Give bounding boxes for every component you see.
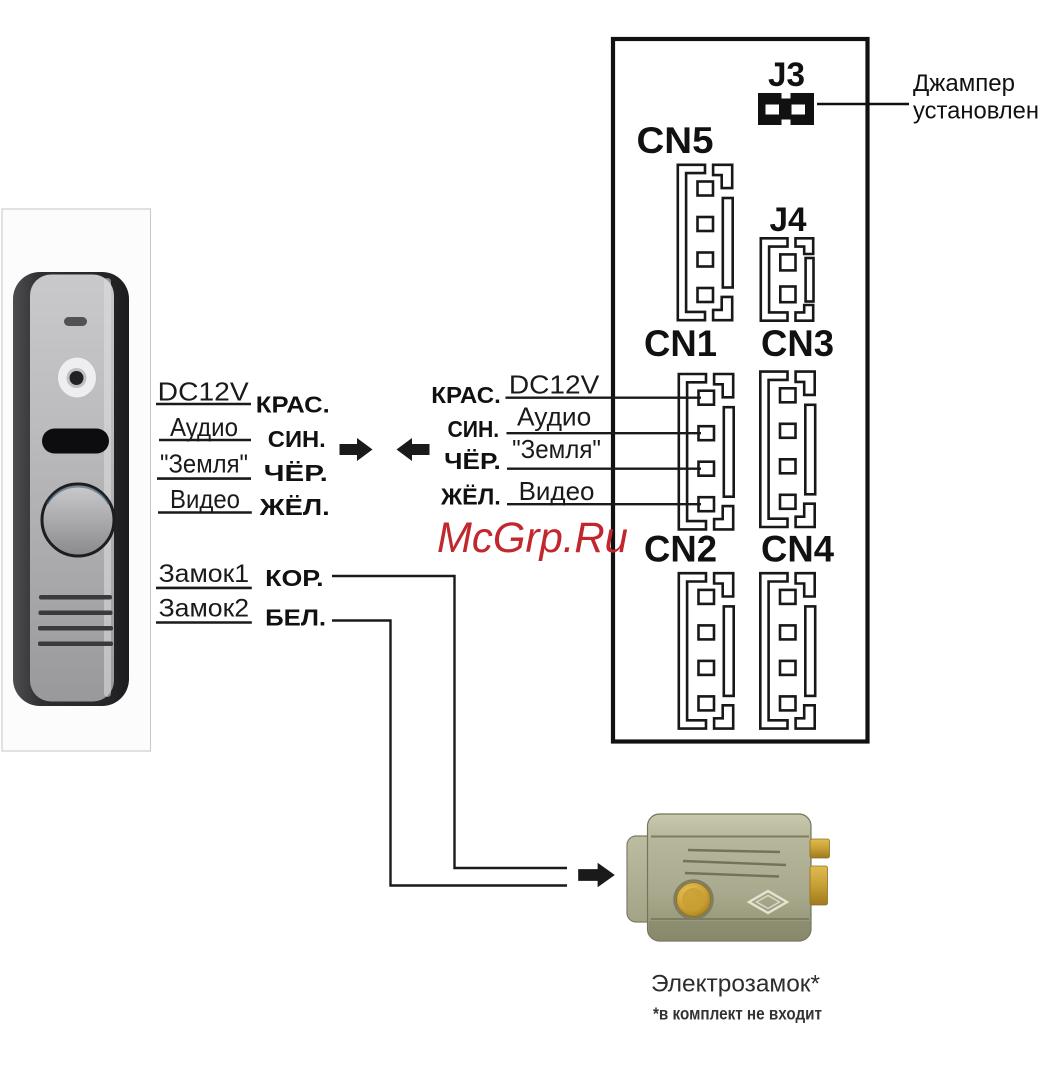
svg-text:J4: J4 [770,201,807,239]
svg-text:ЖЁЛ.: ЖЁЛ. [440,484,501,510]
svg-text:DC12V: DC12V [509,370,600,400]
svg-text:"Земля": "Земля" [512,434,601,464]
svg-text:CN1: CN1 [644,323,717,364]
svg-text:*в комплект не входит: *в комплект не входит [653,1004,822,1024]
svg-text:J3: J3 [768,56,805,94]
svg-text:КРАС.: КРАС. [431,382,501,408]
svg-text:СИН.: СИН. [268,426,326,452]
svg-text:СИН.: СИН. [448,416,500,442]
svg-text:CN2: CN2 [644,529,717,570]
svg-text:установлен: установлен [913,98,1039,125]
svg-text:Замок2: Замок2 [159,595,250,623]
svg-text:Электрозамок*: Электрозамок* [651,971,820,998]
svg-text:КОР.: КОР. [265,565,324,591]
svg-text:БЕЛ.: БЕЛ. [265,605,326,631]
svg-text:Джампер: Джампер [913,70,1015,97]
svg-text:CN3: CN3 [761,323,834,364]
svg-text:McGrp.Ru: McGrp.Ru [437,514,628,562]
svg-text:CN4: CN4 [761,529,834,570]
svg-text:ЖЁЛ.: ЖЁЛ. [259,494,330,520]
svg-text:ЧЁР.: ЧЁР. [264,460,328,486]
svg-text:Видео: Видео [519,476,595,506]
svg-text:"Земля": "Земля" [160,449,248,479]
svg-text:Аудио: Аудио [517,402,591,432]
svg-text:КРАС.: КРАС. [256,392,330,418]
svg-text:Аудио: Аудио [170,412,238,442]
svg-text:CN5: CN5 [637,120,714,161]
svg-text:Видео: Видео [170,484,240,514]
svg-text:DC12V: DC12V [158,377,250,407]
svg-text:ЧЁР.: ЧЁР. [444,448,501,474]
svg-text:Замок1: Замок1 [159,560,250,588]
